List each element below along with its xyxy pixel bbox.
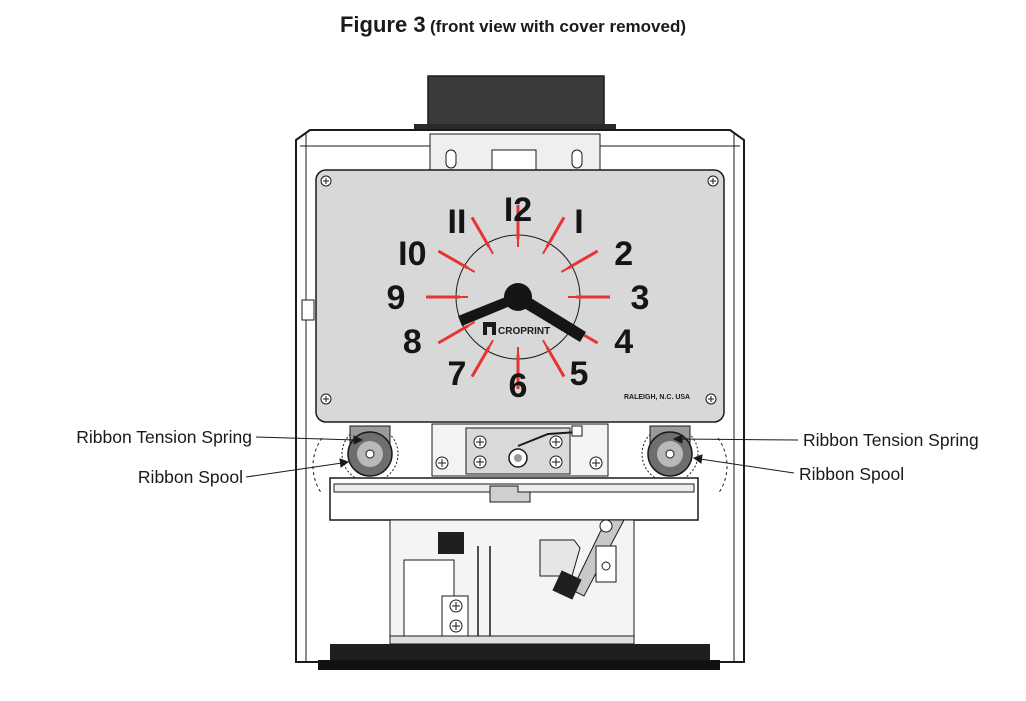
clock-numeral: I0 [398, 235, 426, 273]
right-spool-assembly [641, 425, 728, 495]
screw-slot [452, 622, 460, 630]
inner-tick [487, 244, 494, 255]
clock-numeral: 7 [448, 355, 467, 393]
hour-tick [437, 249, 469, 270]
screw-slot [710, 178, 716, 184]
panel-screws [320, 175, 719, 405]
hour-tick [567, 249, 599, 270]
figure-title: Figure 3 [339, 12, 426, 37]
brand-logo: CROPRINT [483, 322, 550, 337]
clock-numerals: I2 I2 3 45 6 78 9 I0 II [387, 191, 650, 405]
clock-numeral: I2 [504, 191, 532, 229]
clock-numeral: 3 [631, 279, 650, 317]
callout-left-ribbon-spool: Ribbon Spool [138, 467, 243, 487]
clock-numeral: 9 [387, 279, 406, 317]
hour-tick [470, 216, 491, 248]
inner-tick [542, 244, 549, 255]
hour-tick [545, 216, 566, 248]
inner-tick [542, 339, 549, 350]
brand-text: CROPRINT [498, 326, 550, 337]
figure-caption: Figure 3 (front view with cover removed) [0, 12, 1026, 38]
inner-tick [560, 266, 571, 273]
screw-slot [323, 396, 329, 402]
inner-tick [465, 266, 476, 273]
clock-numeral: 5 [570, 355, 589, 393]
screw-slot [552, 458, 560, 466]
ribbon-guide-bar [329, 477, 699, 521]
hour-tick [437, 324, 469, 345]
inner-tick [465, 321, 476, 328]
hour-tick [470, 346, 491, 378]
clock-numeral: 8 [403, 323, 422, 361]
top-cap [414, 75, 616, 132]
location-text: RALEIGH, N.C. USA [624, 394, 690, 401]
inner-tick [487, 339, 494, 350]
screw-slot [438, 459, 446, 467]
clock-panel: I2 I2 3 45 6 78 9 I0 II CROPRINT RALEIGH, N.C. U… [315, 169, 725, 423]
left-spool-assembly [312, 425, 399, 495]
clock-numeral: 2 [614, 235, 633, 273]
lower-mechanism [389, 519, 635, 645]
clock-hands [458, 283, 586, 342]
screw-slot [592, 459, 600, 467]
print-mechanism [431, 423, 609, 477]
screw-slot [476, 438, 484, 446]
screw-slot [708, 396, 714, 402]
clock-numeral: 4 [614, 323, 633, 361]
figure-subtitle: (front view with cover removed) [430, 17, 687, 36]
clock-numeral: 6 [509, 367, 528, 405]
screw-slot [552, 438, 560, 446]
clock-numeral: I [574, 203, 583, 241]
screw-slot [452, 602, 460, 610]
clock-numeral: II [448, 203, 467, 241]
callout-left-tension-spring: Ribbon Tension Spring [76, 427, 252, 447]
callout-right-tension-spring: Ribbon Tension Spring [803, 430, 979, 450]
hour-tick [545, 346, 566, 378]
screw-slot [323, 178, 329, 184]
callout-right-ribbon-spool: Ribbon Spool [799, 464, 904, 484]
upper-mechanism [429, 133, 601, 171]
screw-slot [476, 458, 484, 466]
callout-leaders [245, 434, 799, 478]
